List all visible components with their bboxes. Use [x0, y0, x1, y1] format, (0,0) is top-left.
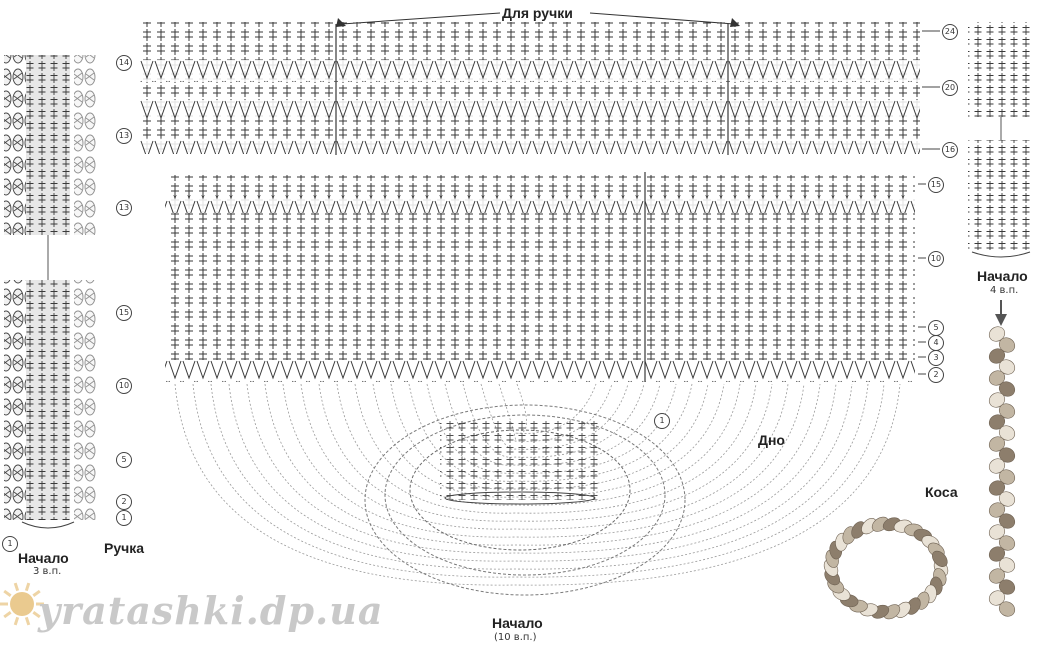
- braid-label: Коса: [925, 484, 958, 500]
- oval-base: [364, 404, 686, 596]
- handle-row-tag: 10: [116, 378, 132, 394]
- handle-top-label: Для ручки: [502, 5, 573, 21]
- handle-row-tag: 5: [116, 452, 132, 468]
- braid-strip: [988, 326, 1016, 617]
- row-tag: 20: [942, 80, 958, 96]
- start-right-label: Начало: [977, 268, 1028, 284]
- row-tag: 5: [928, 320, 944, 336]
- main-panel: [165, 172, 915, 382]
- top-panel: [140, 22, 920, 155]
- handle-row-tag: 2: [116, 494, 132, 510]
- handle-column: [4, 55, 96, 529]
- handle-row-tag: 13: [116, 128, 132, 144]
- handle-row-tag: 13: [116, 200, 132, 216]
- start-left-sub: 3 в.п.: [33, 566, 62, 577]
- sun-logo: [0, 582, 44, 626]
- start-center-label: Начало: [492, 615, 543, 631]
- braid-ring: [823, 516, 949, 620]
- right-column: [968, 22, 1034, 326]
- row-leaders: [918, 30, 940, 375]
- watermark: yratashki.dp.ua: [38, 588, 384, 633]
- start-center-sub: (10 в.п.): [494, 632, 537, 643]
- row-tag: 16: [942, 142, 958, 158]
- row-tag: 10: [928, 251, 944, 267]
- row-tag: 15: [928, 177, 944, 193]
- oval-row-tag: 1: [654, 413, 670, 429]
- handle-label: Ручка: [104, 540, 145, 556]
- row-tag: 2: [928, 367, 944, 383]
- row-tag: 24: [942, 24, 958, 40]
- handle-row-tag: 14: [116, 55, 132, 71]
- row-tag: 4: [928, 335, 944, 351]
- handle-bottom-row-tag: 1: [2, 536, 18, 552]
- handle-row-tag: 1: [116, 510, 132, 526]
- bottom-label: Дно: [758, 432, 785, 448]
- handle-row-tag: 15: [116, 305, 132, 321]
- start-right-sub: 4 в.п.: [990, 285, 1019, 296]
- handle-pointers: [336, 12, 740, 27]
- row-tag: 3: [928, 350, 944, 366]
- start-left-label: Начало: [18, 550, 69, 566]
